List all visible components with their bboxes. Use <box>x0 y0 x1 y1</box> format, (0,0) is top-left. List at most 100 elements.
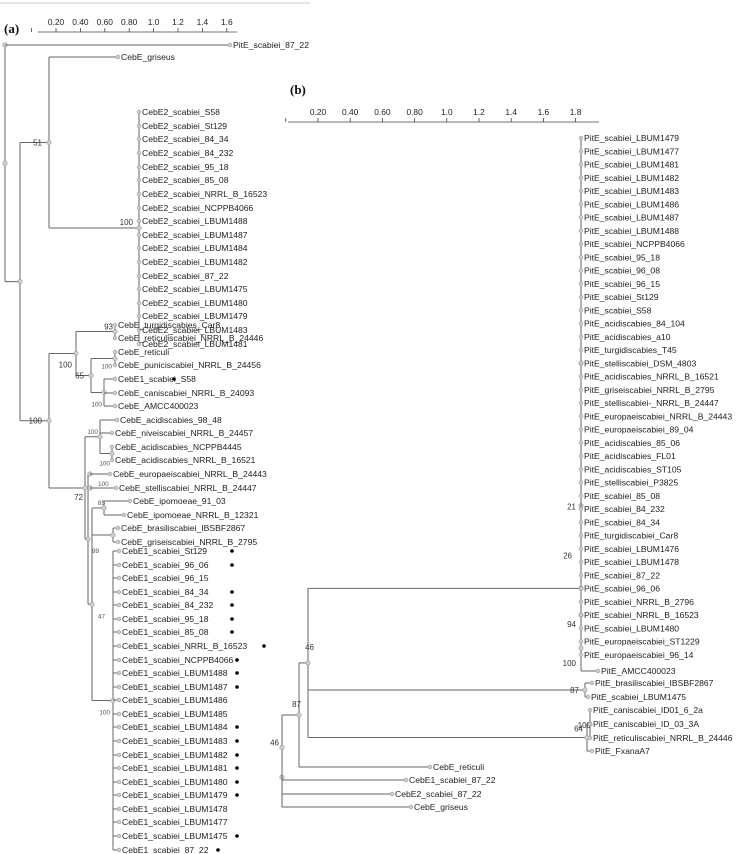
panel-b-leaf-node <box>587 735 593 741</box>
panel-a-leaf-node <box>136 150 142 156</box>
panel-b-leaf-label: PitE_AMCC400023 <box>601 666 676 676</box>
panel-b-leaf-node <box>578 400 584 406</box>
panel-a-node <box>136 225 142 231</box>
panel-a-leaf-label: CebE1_scabiei_LBUM1477 <box>122 817 228 827</box>
panel-a-leaf-label: CebE1_scabiei_LBUM1485 <box>122 709 228 719</box>
panel-b-leaf-node <box>587 721 593 727</box>
panel-b-leaf-label: PitE_brasiliscabiei_IBSBF2867 <box>595 678 714 688</box>
panel-b-leaf-node <box>578 480 584 485</box>
panel-b-leaf-node <box>408 804 414 810</box>
panel-b-bootstrap-value: 46 <box>270 738 279 747</box>
panel-a-leaf-label: CebE2_scabiei_95_18 <box>142 162 229 172</box>
panel-a-leaf-node <box>116 738 122 744</box>
panel-a-bootstrap-value: 100 <box>101 364 112 371</box>
panel-a-leaf-node <box>116 765 122 771</box>
panel-a-leaf-node <box>116 792 122 798</box>
panel-a-tree: PitE_scabiei_87_2251CebE_griseus100CebE2… <box>2 40 309 854</box>
panel-a-leaf-label: CebE_griseus <box>121 52 175 62</box>
panel-a-node <box>2 160 8 166</box>
panel-b-node <box>279 744 285 750</box>
panel-a-leaf-node <box>116 684 122 690</box>
panel-b-leaf-label: CebE2_scabiei_87_22 <box>395 789 482 799</box>
panel-a-marker-dot <box>230 549 234 553</box>
panel-a-leaf-label: CebE1_scabiei_95_18 <box>122 614 209 624</box>
panel-b-leaf-node <box>578 321 584 326</box>
panel-a-leaf-label: CebE1_scabiei_LBUM1482 <box>122 750 228 760</box>
panel-b-leaf-label: PitE_scabiei_NCPPB4066 <box>584 239 685 249</box>
panel-b-bootstrap-value: 64 <box>574 725 583 734</box>
panel-a-bootstrap-value: 93 <box>104 323 113 332</box>
panel-a-bootstrap-value: 100 <box>59 361 73 370</box>
panel-a-marker-dot <box>235 793 239 797</box>
panel-b-leaf-label: PitE_acidiscabies_FL01 <box>584 451 676 461</box>
panel-b-scale-tick-label: 1.6 <box>538 107 550 117</box>
panel-b-leaf-node <box>578 599 584 604</box>
panel-b-leaf-node <box>578 334 584 339</box>
panel-a-leaf-label: PitE_scabiei_87_22 <box>233 40 309 50</box>
panel-a-leaf-node <box>136 205 142 211</box>
panel-b-scale-tick-label: 0.40 <box>342 107 359 117</box>
panel-b-scale-tick-label: 1.8 <box>570 107 582 117</box>
panel-a-leaf-label: CebE_brasiliscabiei_IBSBF2867 <box>121 523 245 533</box>
panel-a-marker-dot <box>235 834 239 838</box>
panel-a-leaf-node <box>107 471 113 477</box>
panel-a-leaf-node <box>136 123 142 129</box>
panel-a-leaf-node <box>114 417 120 423</box>
panel-a-marker-dot <box>230 630 234 634</box>
panel-b-leaf-node <box>587 707 593 713</box>
panel-b-leaf-label: PitE_scabiei_S58 <box>584 305 652 315</box>
panel-a-leaf-node <box>136 245 142 251</box>
panel-a-bootstrap-value: 47 <box>98 613 106 620</box>
panel-b-leaf-label: PitE_caniscabiei_ID01_6_2a <box>593 705 703 715</box>
panel-a-leaf-label: CebE2_scabiei_85_08 <box>142 175 229 185</box>
panel-b-leaf-label: PitE_scabiei_LBUM1487 <box>584 213 679 223</box>
panel-a-leaf-label: CebE_niveiscabiei_NRRL_B_24457 <box>115 428 253 438</box>
panel-a-bootstrap-value: 100 <box>120 218 134 227</box>
panel-a-marker-dot <box>235 766 239 770</box>
panel-a-node <box>85 536 91 542</box>
panel-a-scale-tick-label: 0.20 <box>48 17 65 27</box>
panel-a-leaf-label: CebE2_scabiei_St129 <box>142 121 227 131</box>
panel-b-leaf-node <box>578 347 584 353</box>
panel-b-leaf-label: PitE_scabiei_LBUM1476 <box>584 544 679 554</box>
panel-b-node <box>305 660 311 666</box>
panel-b-leaf-label: PitE_acidiscabies_84_104 <box>584 319 685 329</box>
panel-a-leaf-node <box>116 548 122 554</box>
panel-a-leaf-label: CebE2_scabiei_LBUM1482 <box>142 257 248 267</box>
panel-a-marker-dot <box>230 563 234 567</box>
panel-a-leaf-node <box>116 697 122 703</box>
panel-a-leaf-label: CebE1_scabiei_NRRL_B_16523 <box>122 641 247 651</box>
panel-b-leaf-label: PitE_scabiei_NRRL_B_16523 <box>584 610 699 620</box>
panel-b-leaf-node <box>578 149 584 154</box>
panel-a-leaf-node <box>127 498 133 504</box>
panel-b-leaf-node <box>585 694 591 700</box>
panel-a-bootstrap-value: 65 <box>75 372 84 381</box>
panel-a-leaf-node <box>136 259 142 265</box>
panel-b-leaf-label: PitE_scabiei_95_18 <box>584 252 660 262</box>
panel-b-leaf-node <box>578 387 584 392</box>
panel-a-leaf-node <box>121 512 127 518</box>
panel-a-marker-dot <box>216 848 220 852</box>
panel-a-leaf-node <box>112 403 118 409</box>
panel-b-scale-tick-label: 0.60 <box>374 107 391 117</box>
panel-b-leaf-node <box>578 493 584 498</box>
panel-a-leaf-node <box>116 562 122 568</box>
panel-a-scale-tick-label: 0.60 <box>97 17 114 27</box>
panel-a-leaf-label: CebE_griseiscabiei_NRRL_B_2795 <box>121 537 257 547</box>
panel-a-leaf-label: CebE_acidiscabies_98_48 <box>120 415 222 425</box>
panel-a-marker-dot <box>235 658 239 662</box>
panel-b-leaf-node <box>578 559 584 565</box>
panel-a-scale-tick-label: 1.2 <box>172 17 184 27</box>
panel-a-leaf-label: CebE1_scabiei_85_08 <box>122 627 209 637</box>
panel-a-marker-dot <box>235 725 239 729</box>
panel-b-leaf-label: PitE_europaeiscabiei_NRRL_B_24443 <box>584 411 732 421</box>
panel-a-marker-dot <box>230 617 234 621</box>
panel-b-scale-tick-label: 1.4 <box>505 107 517 117</box>
panel-b-leaf-label: PitE_scabiei_87_22 <box>584 570 660 580</box>
panel-a-leaf-label: CebE1_scabiei_S58 <box>118 374 196 384</box>
panel-a-leaf-node <box>112 390 118 396</box>
panel-a-leaf-label: CebE2_scabiei_84_34 <box>142 134 229 144</box>
panel-a-leaf-node <box>136 232 142 238</box>
panel-a-leaf-label: CebE_stelliscabiei_NRRL_B_24447 <box>119 483 257 493</box>
panel-b-leaf-node <box>578 374 584 379</box>
